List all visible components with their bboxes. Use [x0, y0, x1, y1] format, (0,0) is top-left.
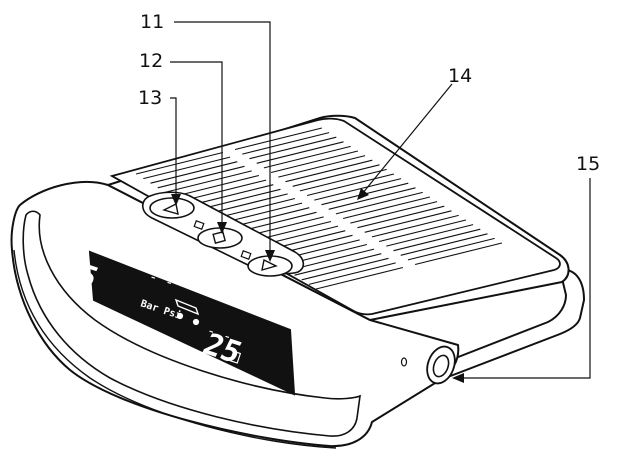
side-port — [426, 345, 456, 385]
solar-slat — [234, 127, 323, 151]
solar-slat — [143, 156, 231, 180]
solar-slat — [308, 262, 396, 285]
solar-slat — [263, 145, 351, 169]
solar-slat — [335, 191, 423, 215]
solar-slat — [157, 165, 245, 189]
solar-slat — [364, 210, 452, 233]
solar-slat — [135, 151, 224, 175]
solar-slat — [301, 257, 389, 281]
solar-slat — [249, 136, 337, 160]
solar-slat — [150, 161, 238, 184]
separator-mark-1 — [193, 220, 205, 230]
solar-slat — [414, 242, 503, 266]
left-arrow-icon — [162, 202, 179, 215]
solar-slat — [407, 237, 495, 261]
solar-slat — [299, 168, 387, 192]
solar-slat — [292, 164, 380, 187]
front-bezel — [22, 210, 361, 437]
lcd-mid-segments: - - — [205, 323, 234, 346]
callout-15: 15 — [576, 153, 600, 175]
separator-mark-2 — [240, 250, 252, 260]
callout-14: 14 — [448, 65, 472, 87]
solar-slat — [306, 173, 395, 197]
leader-lines — [170, 21, 591, 379]
solar-slat — [278, 155, 366, 178]
solar-slat — [378, 219, 467, 243]
lcd-top-segments: - - — [147, 269, 176, 292]
solar-slat — [400, 233, 488, 256]
solar-slat — [393, 228, 481, 252]
indicator-dot — [400, 357, 408, 367]
solar-slat — [171, 174, 260, 198]
solar-slat — [242, 132, 330, 155]
center-set-button[interactable] — [197, 227, 243, 249]
solar-slat — [371, 214, 459, 238]
solar-slat — [386, 224, 474, 247]
solar-slat — [256, 141, 344, 164]
solar-slat — [285, 159, 373, 183]
leader-arrowheads — [171, 188, 464, 383]
callout-13: 13 — [138, 87, 162, 109]
solar-panel — [109, 117, 561, 316]
solar-slat — [270, 150, 359, 174]
solar-slat — [294, 253, 382, 276]
callout-11: 11 — [140, 11, 164, 33]
solar-slat — [164, 170, 252, 193]
square-icon — [212, 230, 226, 244]
right-arrow-icon — [261, 258, 278, 271]
solar-slat — [350, 201, 438, 224]
solar-slat — [315, 266, 404, 290]
solar-slat — [357, 205, 445, 229]
car-icon — [174, 298, 200, 326]
left-arrow-button[interactable] — [149, 197, 195, 219]
callout-12: 12 — [139, 50, 163, 72]
solar-slat — [328, 187, 416, 210]
solar-slat — [314, 178, 402, 201]
battery-icon — [229, 350, 242, 364]
solar-slat — [342, 196, 431, 220]
